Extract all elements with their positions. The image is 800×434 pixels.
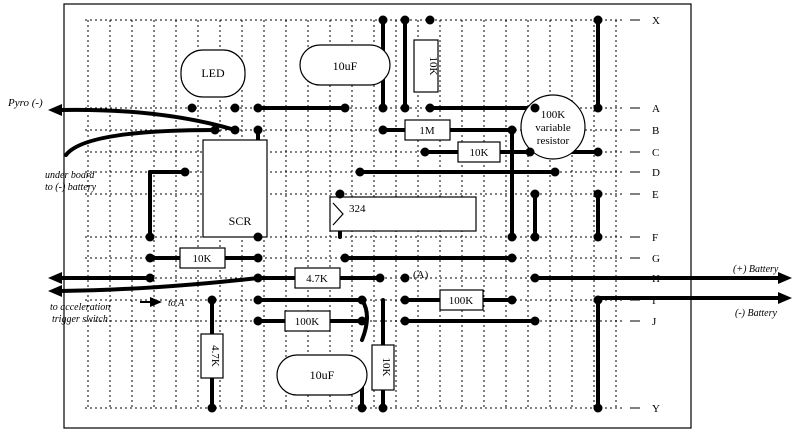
pot-label-line1: 100K <box>541 109 566 121</box>
scr-label: SCR <box>229 214 252 228</box>
wire-under-board <box>64 128 217 157</box>
resistor-10k-c-label: 10K <box>470 147 489 159</box>
label-to-accel-1: to acceleration <box>50 302 110 313</box>
capacitor-top-label: 10uF <box>333 59 358 73</box>
traces <box>148 18 782 410</box>
row-label-g: G <box>652 253 660 265</box>
capacitor-bottom: 10uF <box>276 354 368 396</box>
capacitor-bottom-label: 10uF <box>310 368 335 382</box>
ic-label: 324 <box>349 203 366 215</box>
row-label-a: A <box>652 103 660 115</box>
label-under-board-2: to (-) battery <box>45 182 97 193</box>
arrow-to-a <box>150 297 162 307</box>
solder-pads <box>145 15 603 413</box>
row-label-f: F <box>652 232 658 244</box>
row-label-b: B <box>652 125 659 137</box>
resistor-10k-c: 10K <box>457 141 501 163</box>
resistor-10k-vertical-bottom-label: 10K <box>380 358 392 377</box>
wire-pyro <box>58 107 237 132</box>
label-pyro: Pyro (-) <box>7 97 43 109</box>
arrow-pyro <box>48 104 62 116</box>
row-label-d: D <box>652 167 660 179</box>
resistor-10k-g-label: 10K <box>193 253 212 265</box>
board-outline <box>63 3 692 429</box>
resistor-10k-vertical-bottom: 10K <box>371 344 395 391</box>
row-label-x: X <box>652 15 660 27</box>
label-plus-battery: (+) Battery <box>733 264 779 275</box>
resistor-4-7k-h: 4.7K <box>294 267 341 289</box>
resistor-1m: 1M <box>404 119 451 141</box>
pot-label-line2: variable <box>535 122 571 134</box>
label-under-board-1: under board <box>45 170 95 181</box>
arrow-minus-battery <box>778 292 792 304</box>
capacitor-top: 10uF <box>299 44 391 86</box>
row-label-y: Y <box>652 403 660 415</box>
arrow-plus-battery <box>778 272 792 284</box>
external-wires <box>58 107 260 293</box>
resistor-100k-i-label: 100K <box>449 295 474 307</box>
arrow-accel-top <box>48 272 62 284</box>
row-label-i: I <box>652 295 656 307</box>
ic-324: 324 <box>329 196 477 232</box>
resistor-100k-j-label: 100K <box>295 316 320 328</box>
arrowheads <box>48 104 792 307</box>
resistor-1m-label: 1M <box>419 125 435 137</box>
label-to-a: to A <box>168 298 185 309</box>
led: LED <box>180 49 246 98</box>
led-label: LED <box>201 66 225 80</box>
label-minus-battery: (-) Battery <box>735 308 777 319</box>
resistor-4-7k-vertical-label: 4.7K <box>209 345 221 367</box>
resistor-10k-g: 10K <box>179 247 226 269</box>
row-label-e: E <box>652 189 659 201</box>
resistor-100k-i: 100K <box>439 289 484 311</box>
label-to-accel-2: trigger switch <box>52 314 108 325</box>
scr: SCR <box>202 139 268 238</box>
arrow-accel-bottom <box>48 285 62 297</box>
wire-accel-bottom <box>58 276 260 293</box>
resistor-10k-vertical-top: 10K <box>413 39 439 93</box>
resistor-4-7k-vertical: 4.7K <box>200 333 224 379</box>
row-label-j: J <box>652 316 657 328</box>
row-label-c: C <box>652 147 659 159</box>
resistor-100k-j: 100K <box>284 310 331 332</box>
side-labels: Pyro (-) under board to (-) battery to a… <box>7 97 779 325</box>
resistor-10k-vertical-top-label: 10K <box>427 57 439 76</box>
marker-a: (A) <box>413 269 429 281</box>
pot-label-line3: resistor <box>537 135 570 147</box>
resistor-4-7k-h-label: 4.7K <box>306 273 328 285</box>
